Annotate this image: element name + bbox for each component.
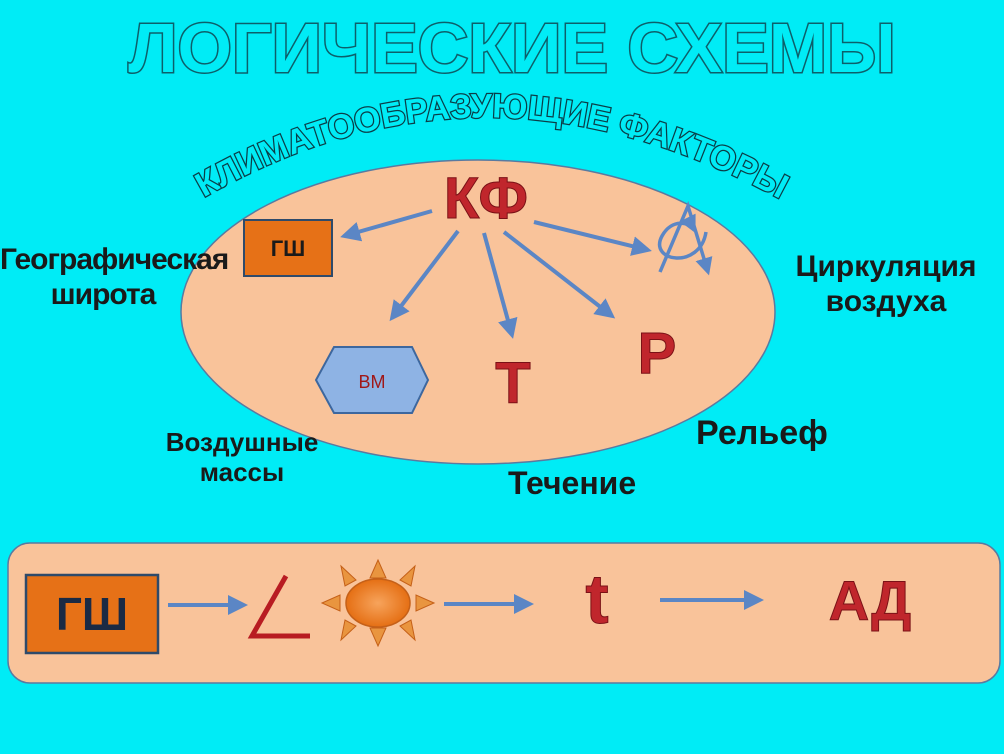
label-geo-line1: Географическая (0, 243, 229, 276)
letter-r: Р (638, 321, 677, 386)
vm-hexagon (314, 346, 430, 414)
label-circ-line2: воздуха (825, 284, 947, 318)
angle-icon (247, 574, 310, 639)
label-circulation: Циркуляция воздуха (786, 250, 986, 319)
arrow-kf-gsh (340, 209, 433, 242)
circulation-icon (657, 200, 713, 276)
chain-gsh-label: ГШ (56, 588, 128, 640)
arrow-kf-circ (533, 220, 652, 256)
chain-gsh-box (24, 573, 160, 655)
label-air-line2: массы (199, 456, 285, 487)
label-geo-line2: широта (50, 277, 157, 311)
gsh-box-label: ГШ (271, 236, 306, 261)
chain-arrows (168, 590, 764, 615)
chain-ad: АД (829, 569, 911, 632)
label-current: Течение (508, 465, 637, 501)
label-air-masses: Воздушные массы (142, 427, 342, 488)
arrow-kf-t (482, 232, 518, 339)
kf-arrows (340, 209, 652, 339)
gsh-box (243, 219, 333, 277)
slide-title: ЛОГИЧЕСКИЕ СХЕМЫ (128, 9, 895, 87)
sun-icon (320, 558, 436, 648)
arrow-kf-vm (389, 229, 460, 322)
label-geo-latitude: Географическая широта (0, 243, 229, 312)
label-relief: Рельеф (696, 414, 828, 452)
arrow-kf-r (502, 230, 616, 319)
label-circ-line1: Циркуляция (795, 250, 977, 283)
chain-bar (7, 542, 1001, 684)
label-air-line1: Воздушные (165, 427, 319, 457)
center-kf: КФ (444, 166, 528, 231)
vm-hexagon-label: ВМ (359, 372, 386, 392)
chain-t: t (585, 560, 608, 638)
letter-t: Т (495, 351, 530, 416)
